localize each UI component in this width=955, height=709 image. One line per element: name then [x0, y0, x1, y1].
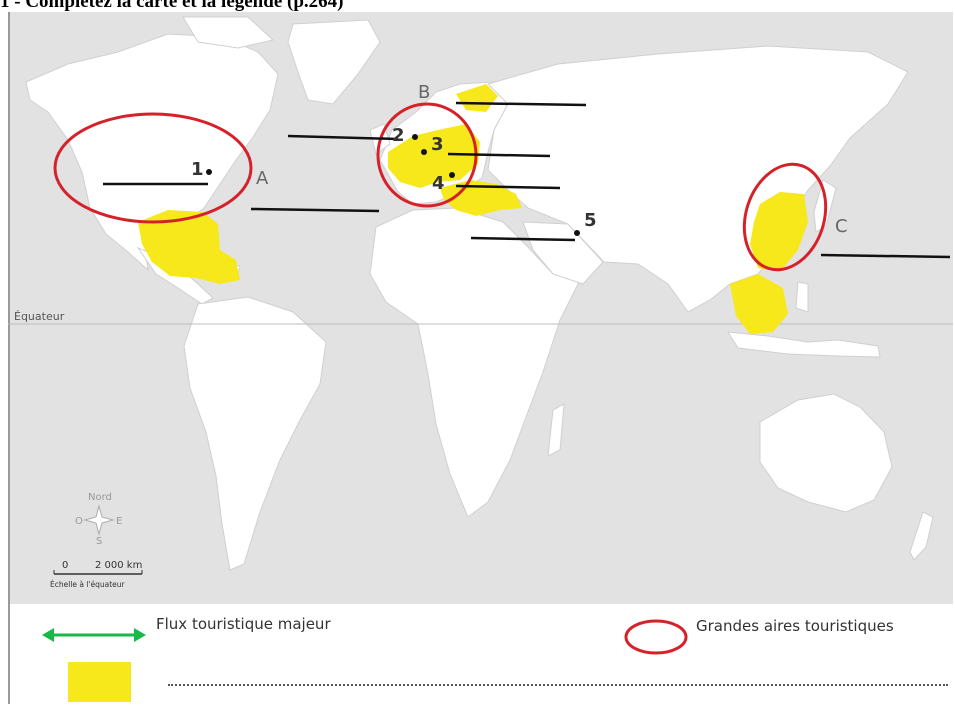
zone-southeast-asia	[730, 274, 788, 334]
scale-bar: 0 2 000 km Échelle à l'équateur	[50, 560, 143, 589]
circle-north-america	[53, 112, 253, 224]
compass-west: O	[75, 516, 83, 527]
point-1-dot	[206, 169, 212, 175]
answer-line-C	[820, 253, 951, 259]
scale-caption: Échelle à l'équateur	[50, 580, 126, 589]
south-america	[183, 296, 327, 571]
flux-arrow-head-left	[42, 628, 54, 642]
philippines	[795, 281, 809, 313]
australia	[759, 393, 893, 513]
scale-zero: 0	[62, 560, 68, 571]
compass-rose: Nord O E S	[75, 492, 122, 547]
tourist-zones	[138, 84, 808, 334]
legend-fill-in-line	[168, 674, 948, 686]
legend-flux-label: Flux touristique majeur	[156, 615, 331, 633]
canadian-islands	[182, 16, 275, 49]
answer-line-2	[287, 134, 399, 141]
point-1-label: 1	[191, 159, 204, 180]
indonesia	[727, 331, 881, 358]
africa	[369, 207, 584, 518]
letter-A: A	[256, 168, 269, 189]
new-zealand	[909, 511, 934, 561]
answer-line-B	[455, 101, 587, 107]
point-4-dot	[449, 172, 455, 178]
legend-circle-icon	[624, 619, 688, 655]
compass-star-icon	[83, 504, 115, 536]
compass-north: Nord	[88, 492, 112, 503]
legend-yellow-swatch	[68, 662, 131, 702]
map-figure: Équateur 1 2 3 4 5	[8, 12, 953, 704]
compass-south: S	[96, 536, 102, 547]
compass-east: E	[116, 516, 122, 527]
page-title: 1 - Complétez la carte et la légende (p.…	[0, 0, 344, 12]
point-5-dot	[574, 230, 580, 236]
point-5-label: 5	[584, 210, 597, 231]
zone-north-america	[138, 210, 240, 284]
madagascar	[547, 403, 565, 457]
point-3-label: 3	[431, 134, 444, 155]
zone-china-coast	[750, 192, 808, 272]
legend-aires-label: Grandes aires touristiques	[696, 617, 894, 635]
scale-distance: 2 000 km	[95, 560, 142, 571]
answer-line-4	[455, 184, 561, 190]
circle-east-asia	[742, 162, 828, 272]
zone-mediterranean	[440, 180, 522, 216]
answer-lines	[103, 101, 951, 259]
point-2-label: 2	[392, 125, 405, 146]
point-2-dot	[412, 134, 418, 140]
zone-northern-europe	[456, 84, 498, 112]
point-labels: 1 2 3 4 5	[191, 125, 597, 231]
greenland	[287, 19, 381, 105]
point-3-dot	[421, 149, 427, 155]
answer-line-A	[250, 207, 380, 213]
answer-line-3	[447, 152, 551, 158]
equator-label: Équateur	[14, 310, 65, 323]
letter-C: C	[835, 216, 848, 237]
zone-letters: A B C	[256, 82, 848, 237]
point-markers	[206, 134, 580, 236]
legend-icons	[42, 619, 688, 702]
zone-western-europe	[388, 124, 480, 188]
point-4-label: 4	[432, 173, 445, 194]
answer-line-5	[470, 236, 576, 242]
letter-B: B	[418, 82, 430, 103]
land-masses	[25, 16, 934, 571]
flux-arrow-head-right	[134, 628, 146, 642]
world-map: Équateur 1 2 3 4 5	[8, 12, 953, 704]
